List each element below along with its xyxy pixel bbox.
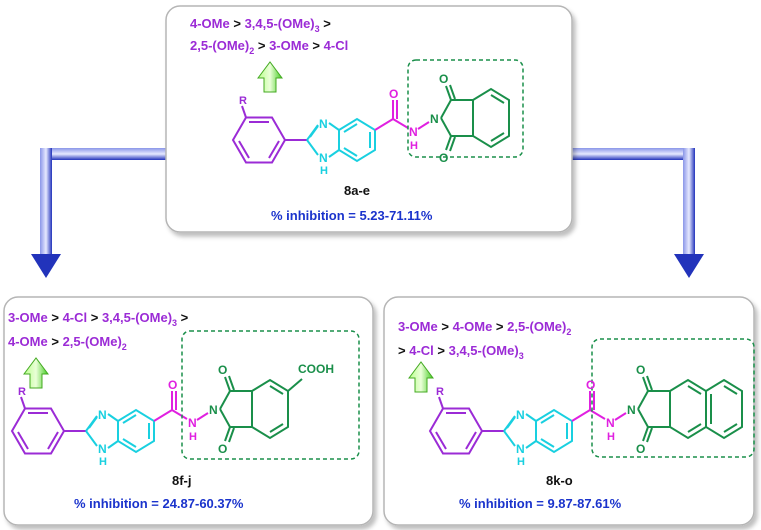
top-atom-nh2: N	[409, 125, 418, 139]
top-atom-n: N	[319, 117, 328, 131]
left-atom-nh-h: H	[99, 456, 107, 468]
right-atom-n2: N	[627, 403, 636, 417]
left-arrow-head	[31, 254, 61, 278]
right-inhibition: % inhibition = 9.87-87.61%	[459, 496, 622, 511]
left-panel-frame	[3, 296, 374, 526]
top-compound-label: 8a-e	[344, 183, 370, 198]
top-panel-frame	[165, 5, 573, 233]
right-atom-r: R	[436, 386, 444, 398]
left-atom-nh: N	[98, 442, 107, 456]
left-atom-o3: O	[218, 442, 227, 456]
left-molecule: COOH R N N H O N H N O O	[11, 330, 360, 468]
left-up-arrow	[23, 357, 49, 389]
left-atom-nh2-h: H	[189, 431, 197, 443]
left-substituent-cooh: COOH	[298, 362, 334, 376]
right-arrow-head	[674, 254, 704, 278]
right-compound-label: 8k-o	[546, 473, 573, 488]
left-atom-n: N	[98, 408, 107, 422]
left-panel: 3-OMe > 4-Cl > 3,4,5-(OMe)3 > 4-OMe > 2,…	[3, 296, 374, 526]
left-highlight-box	[181, 330, 360, 460]
left-atom-n2: N	[209, 403, 218, 417]
top-up-arrow	[257, 61, 283, 93]
right-molecule: R N N H O N H N O O	[429, 338, 755, 468]
top-inhibition: % inhibition = 5.23-71.11%	[271, 208, 433, 223]
right-order-line2: > 4-Cl > 3,4,5-(OMe)3	[398, 343, 524, 361]
top-atom-r: R	[239, 95, 247, 107]
top-atom-o2: O	[439, 72, 448, 86]
top-highlight-box	[407, 59, 524, 158]
right-connector-drop	[683, 148, 695, 254]
left-connector-drop	[40, 148, 52, 254]
top-atom-nh2-h: H	[410, 140, 418, 152]
top-atom-n2: N	[430, 112, 439, 126]
left-atom-o2: O	[218, 363, 227, 377]
left-connector-bar	[40, 148, 168, 160]
right-up-arrow	[408, 361, 434, 393]
left-atom-o1: O	[168, 378, 177, 392]
top-atom-nh-h: H	[320, 165, 328, 177]
right-atom-o2: O	[636, 363, 645, 377]
right-connector-bar	[572, 148, 695, 160]
right-atom-nh2-h: H	[607, 431, 615, 443]
right-atom-o3: O	[636, 442, 645, 456]
left-atom-r: R	[18, 386, 26, 398]
right-atom-o1: O	[586, 378, 595, 392]
top-atom-o3: O	[439, 151, 448, 165]
top-molecule: R N N H O N H N O O	[232, 59, 524, 177]
left-inhibition: % inhibition = 24.87-60.37%	[74, 496, 244, 511]
left-order-line1: 3-OMe > 4-Cl > 3,4,5-(OMe)3 >	[8, 310, 189, 328]
right-highlight-box	[591, 338, 755, 458]
right-panel: 3-OMe > 4-OMe > 2,5-(OMe)2 > 4-Cl > 3,4,…	[383, 296, 755, 526]
top-order-line2: 2,5-(OMe)2 > 3-OMe > 4-Cl	[190, 38, 348, 56]
left-compound-label: 8f-j	[172, 473, 192, 488]
right-atom-nh: N	[516, 442, 525, 456]
right-order-line1: 3-OMe > 4-OMe > 2,5-(OMe)2	[398, 319, 571, 337]
top-atom-o1: O	[389, 87, 398, 101]
left-atom-nh2: N	[188, 416, 197, 430]
top-atom-nh: N	[319, 151, 328, 165]
top-panel: 4-OMe > 3,4,5-(OMe)3 > 2,5-(OMe)2 > 3-OM…	[165, 5, 573, 233]
right-atom-nh-h: H	[517, 456, 525, 468]
top-order-line1: 4-OMe > 3,4,5-(OMe)3 >	[190, 16, 331, 34]
right-atom-n: N	[516, 408, 525, 422]
left-order-line2: 4-OMe > 2,5-(OMe)2	[8, 334, 127, 352]
right-atom-nh2: N	[606, 416, 615, 430]
right-panel-frame	[383, 296, 755, 526]
